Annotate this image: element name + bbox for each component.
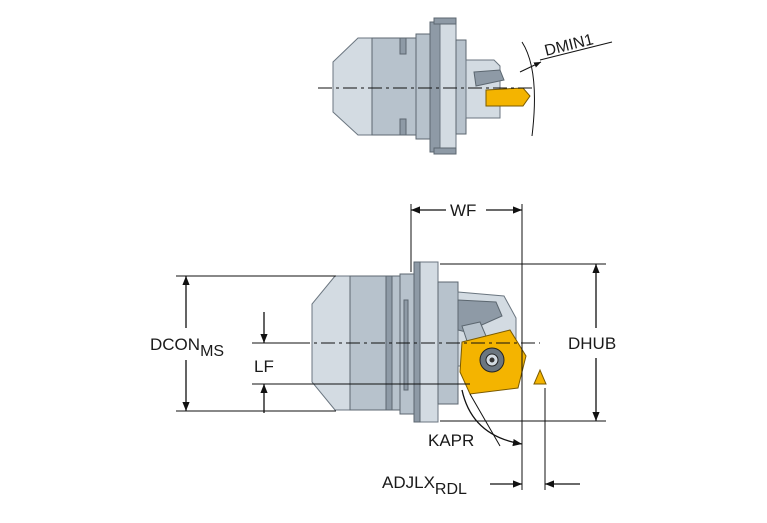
wf-dimension: WF bbox=[410, 201, 523, 490]
lf-dimension: LF bbox=[252, 312, 470, 413]
adjlx-dimension: ADJLXRDL bbox=[382, 388, 580, 498]
kapr-dimension: KAPR bbox=[428, 389, 523, 450]
adjlx-subscript: RDL bbox=[435, 481, 467, 498]
dcon-dimension: DCONMS bbox=[150, 275, 336, 412]
svg-text:ADJLXRDL: ADJLXRDL bbox=[382, 473, 467, 498]
dcon-subscript: MS bbox=[200, 343, 224, 360]
top-view-insert bbox=[485, 87, 531, 107]
dcon-label: DCON bbox=[150, 335, 200, 354]
side-view-tool bbox=[296, 261, 547, 423]
dmin1-dimension: DMIN1 bbox=[519, 31, 613, 137]
kapr-label: KAPR bbox=[428, 431, 474, 450]
dhub-dimension: DHUB bbox=[440, 263, 616, 422]
svg-text:DCONMS: DCONMS bbox=[150, 335, 224, 360]
lf-label: LF bbox=[254, 357, 274, 376]
dhub-label: DHUB bbox=[568, 334, 616, 353]
adjlx-label: ADJLX bbox=[382, 473, 435, 492]
dmin1-label: DMIN1 bbox=[543, 31, 596, 60]
top-view-tool bbox=[318, 17, 536, 155]
wf-label: WF bbox=[450, 201, 476, 220]
